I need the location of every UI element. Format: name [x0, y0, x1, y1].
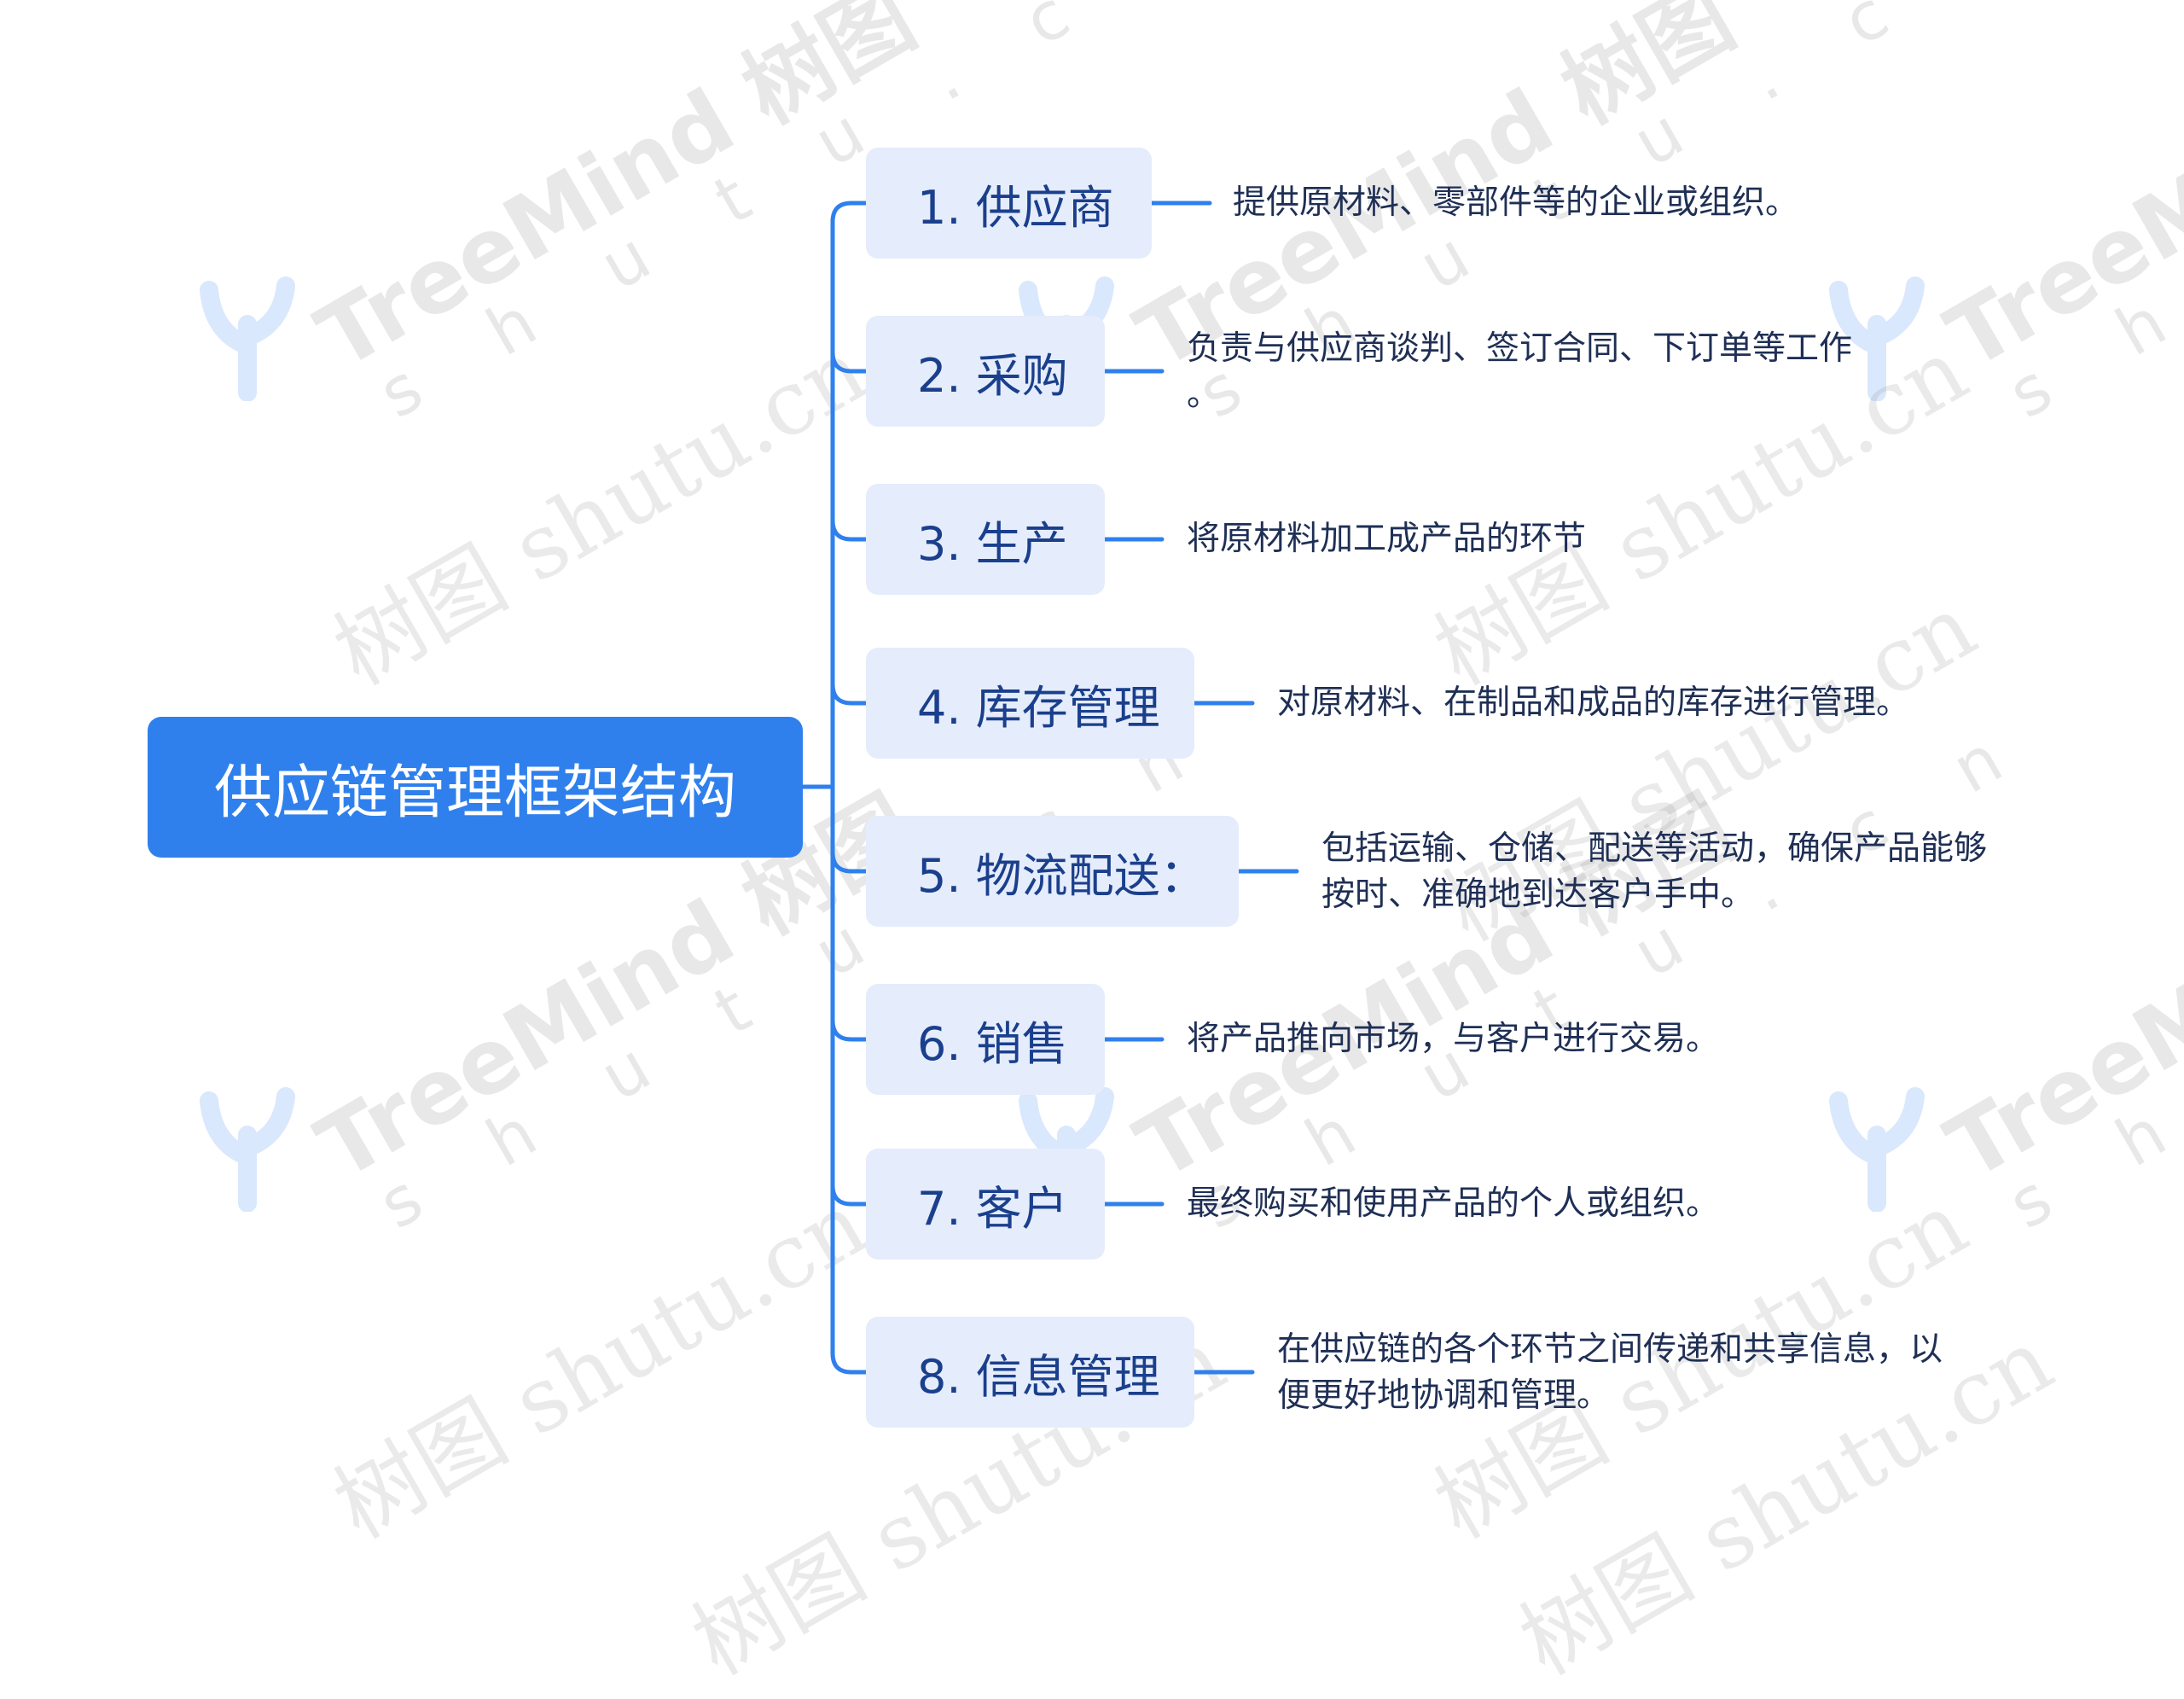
leaf-note-5[interactable]: 包括运输、仓储、配送等活动，确保产品能够 按时、准确地到达客户手中。 — [1321, 829, 1988, 914]
root-label: 供应链管理框架结构 — [213, 759, 736, 827]
branch-label: 5. 物流配送： — [917, 848, 1206, 903]
branch-node-6[interactable]: 6. 销售 — [866, 984, 1105, 1095]
branch-connector — [830, 350, 868, 374]
leaf-note-3[interactable]: 将原材料加工成产品的环节 — [1187, 520, 1587, 558]
branch-node-2[interactable]: 2. 采购 — [866, 316, 1105, 427]
root-node[interactable]: 供应链管理框架结构 — [148, 717, 803, 858]
leaf-note-6[interactable]: 将产品推向市场，与客户进行交易。 — [1187, 1020, 1720, 1058]
trunk-line — [830, 201, 868, 1375]
branch-label: 4. 库存管理 — [917, 680, 1160, 735]
branch-label: 7. 客户 — [917, 1181, 1068, 1236]
branch-label: 3. 生产 — [917, 516, 1068, 571]
branch-connector — [830, 682, 868, 706]
branch-connector — [830, 850, 868, 874]
branch-label: 8. 信息管理 — [917, 1349, 1160, 1404]
branch-node-5[interactable]: 5. 物流配送： — [866, 816, 1239, 927]
branch-connector — [830, 1183, 868, 1207]
leaf-note-2[interactable]: 负责与供应商谈判、签订合同、下订单等工作 。 — [1187, 329, 1853, 414]
branch-node-8[interactable]: 8. 信息管理 — [866, 1317, 1194, 1428]
branch-node-3[interactable]: 3. 生产 — [866, 484, 1105, 595]
leaf-note-4[interactable]: 对原材料、在制品和成品的库存进行管理。 — [1277, 684, 1910, 722]
branch-node-7[interactable]: 7. 客户 — [866, 1149, 1105, 1260]
branch-label: 1. 供应商 — [917, 180, 1114, 235]
branch-label: 6. 销售 — [917, 1016, 1068, 1071]
connector-lines — [800, 201, 1299, 1375]
leaf-note-8[interactable]: 在供应链的各个环节之间传递和共享信息，以 便更好地协调和管理。 — [1277, 1330, 1943, 1415]
leaf-note-1[interactable]: 提供原材料、零部件等的企业或组织。 — [1233, 183, 1799, 222]
branch-node-4[interactable]: 4. 库存管理 — [866, 648, 1194, 759]
branch-connector — [830, 1018, 868, 1042]
branch-node-1[interactable]: 1. 供应商 — [866, 148, 1152, 259]
branch-label: 2. 采购 — [917, 348, 1068, 403]
leaf-note-7[interactable]: 最终购买和使用产品的个人或组织。 — [1187, 1184, 1720, 1223]
branch-connector — [830, 518, 868, 542]
